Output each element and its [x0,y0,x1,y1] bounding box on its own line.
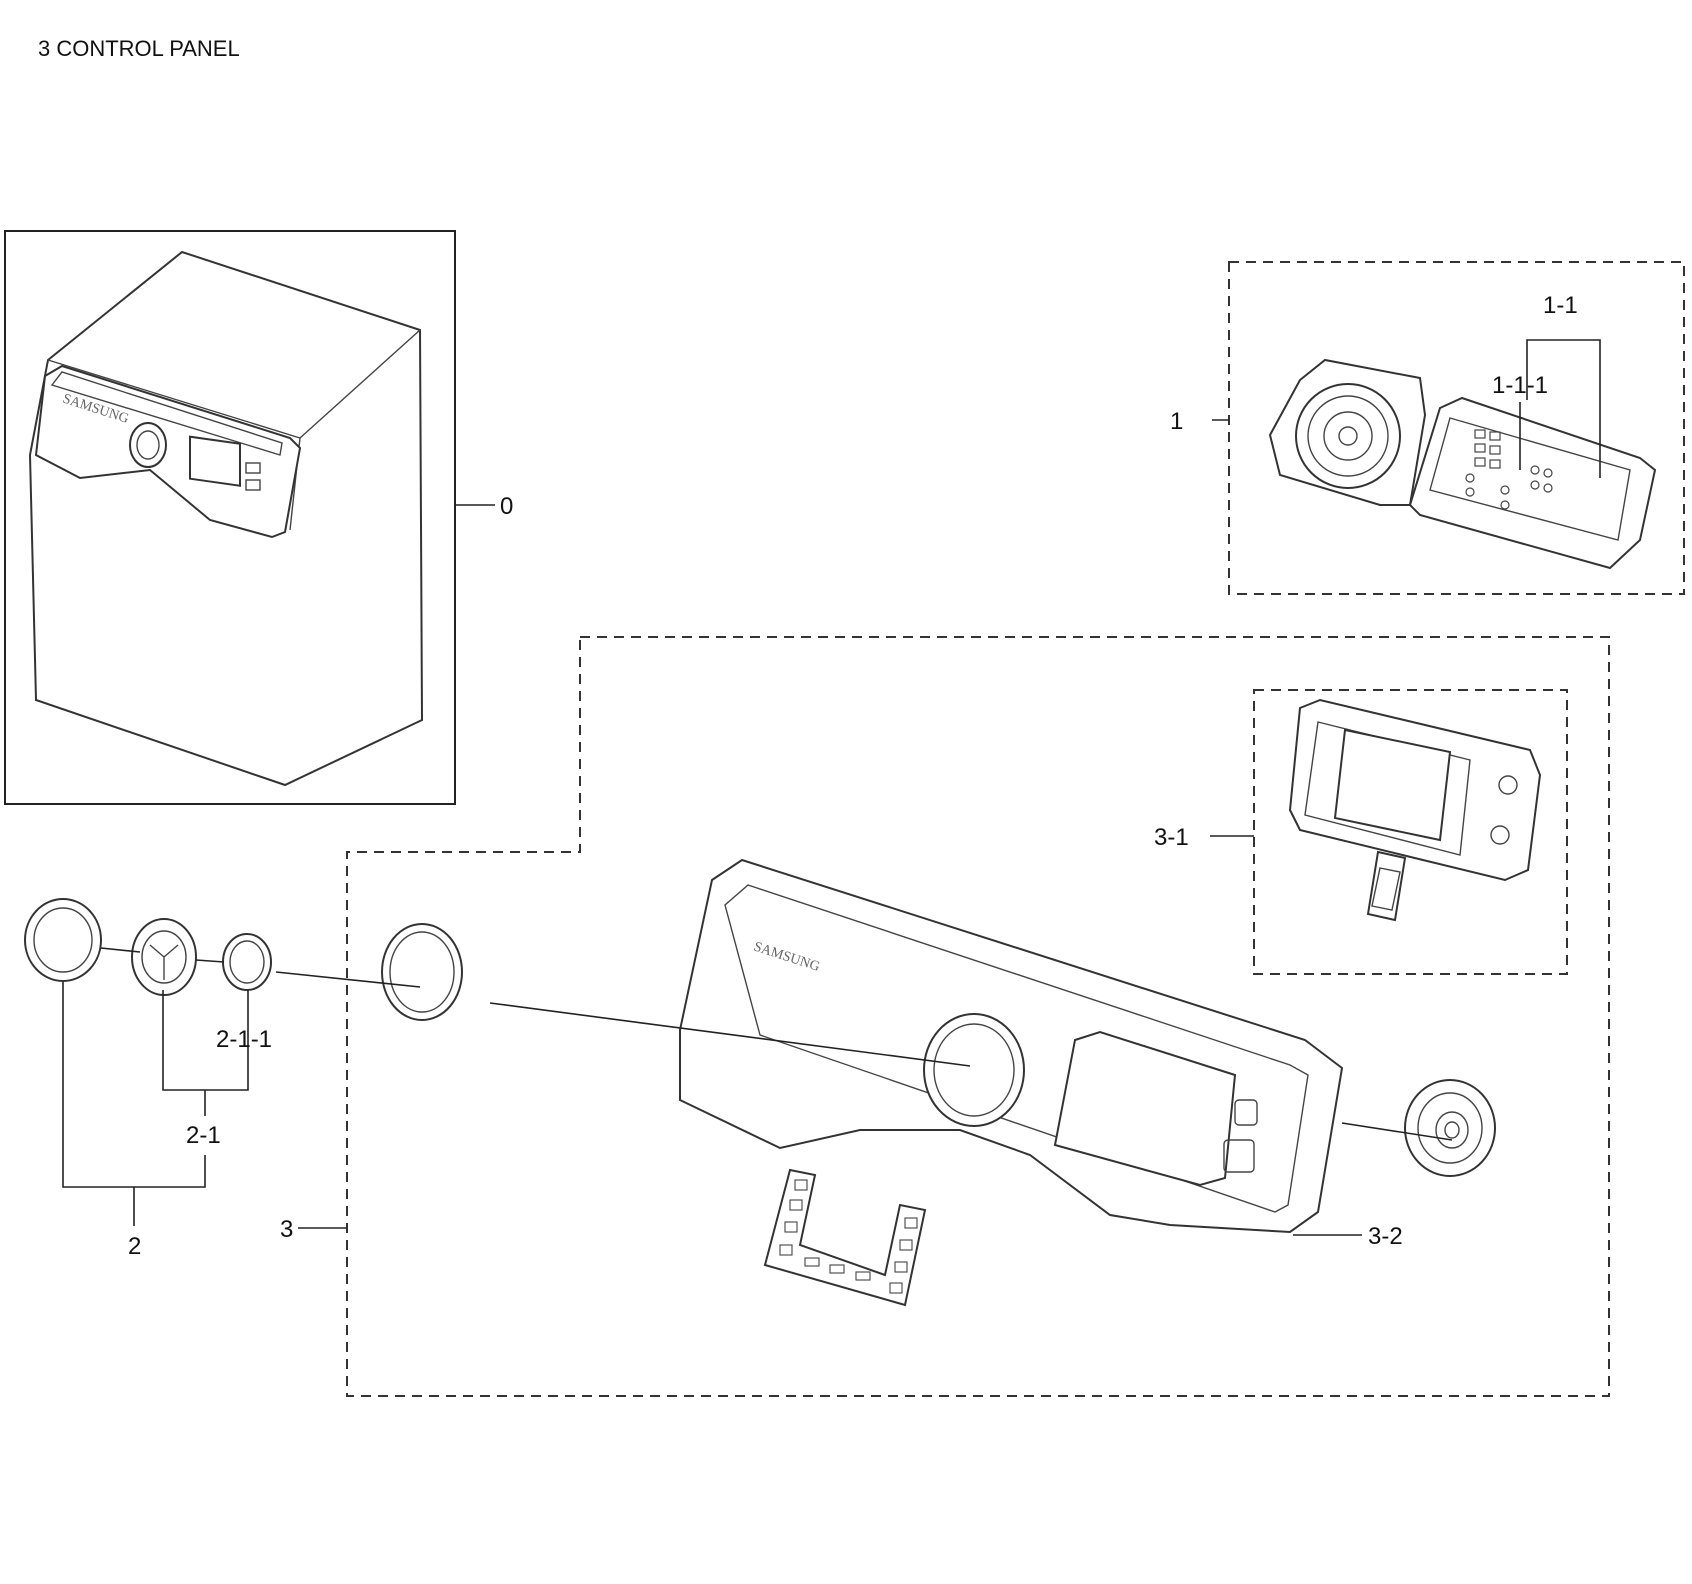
knob-hub [131,918,197,996]
callout-0: 0 [500,493,513,520]
part-2-knob-group[interactable]: 2-1-1 2-1 2 [24,898,421,1260]
part-1-pcb-group[interactable]: 1 1-1 1-1-1 [1170,261,1685,595]
control-panel-fascia: SAMSUNG [679,858,1344,1234]
knob-encoder [1404,1079,1496,1177]
part-0-appliance-box[interactable]: SAMSUNG 0 [4,230,513,805]
callout-2-1: 2-1 [186,1122,221,1149]
callout-1-1: 1-1 [1543,292,1578,319]
knob-outer [24,898,102,982]
callout-3: 3 [280,1216,293,1243]
callout-1: 1 [1170,408,1183,435]
callout-1-1-1: 1-1-1 [1492,372,1548,399]
callout-3-2: 3-2 [1368,1223,1403,1250]
page-title: 3 CONTROL PANEL [38,36,240,61]
callout-3-1: 3-1 [1154,824,1189,851]
decor-ring [381,923,463,1021]
part-3-panel-group[interactable]: 3 SAMSUNG [280,636,1610,1397]
callout-2: 2 [128,1233,141,1260]
callout-2-1-1: 2-1-1 [216,1026,272,1053]
knob-inner-ring [222,933,272,991]
pcb-assembly [1268,358,1657,570]
keypad-flex [763,1168,927,1307]
appliance-illustration: SAMSUNG [28,250,424,787]
display-board [1288,698,1542,922]
